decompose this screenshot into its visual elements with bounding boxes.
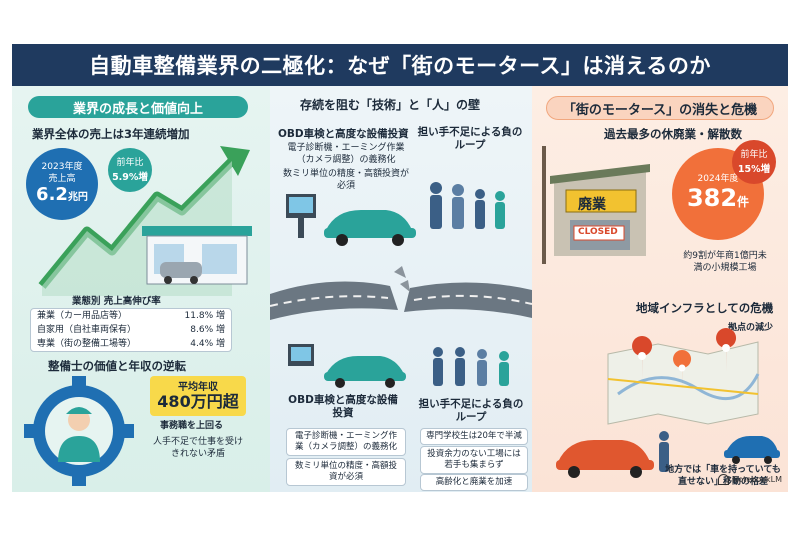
- broken-car-illustration: [556, 431, 669, 478]
- diagnostic-car-illustration: [286, 194, 416, 246]
- closures-value: 382: [686, 184, 738, 212]
- revenue-value: 6.2: [36, 183, 68, 205]
- growth-table: 兼業（カー用品店等） 11.8% 増 自家用（自社車両保有） 8.6% 増 専業（街…: [30, 308, 232, 352]
- closures-year: 2024年度: [697, 174, 739, 184]
- infographic: 業界の成長と価値向上 業界全体の売上は3年連続増加 2023年度 売上高 6.2…: [12, 44, 788, 492]
- table-row: 自家用（自社車両保有） 8.6% 増: [31, 323, 231, 337]
- mechanic-gear-icon: [24, 376, 134, 486]
- blue-car-icon: [724, 436, 780, 464]
- bottom-people-box1: 専門学校生は20年で半減: [420, 428, 528, 445]
- middle-panel: 存続を阻む「技術」と「人」の壁 OBD車検と高度な設備投資 電子診断機・エーミン…: [269, 86, 533, 492]
- shop-sign: 廃業: [578, 197, 606, 213]
- row-value: 8.6% 増: [190, 325, 225, 335]
- bottom-people-box3: 高齢化と廃業を加速: [420, 474, 528, 491]
- table-row: 専業（街の整備工場等） 4.4% 増: [31, 337, 231, 351]
- bottom-people-title: 担い手不足による負のループ: [418, 398, 524, 423]
- salary-card: 平均年収 480万円超: [150, 376, 246, 416]
- left-header: 業界の成長と価値向上: [28, 96, 248, 118]
- row-label: 自家用（自社車両保有）: [37, 325, 137, 335]
- row-label: 専業（街の整備工場等）: [37, 339, 137, 349]
- bottom-tech-box1: 電子診断機・エーミング作業（カメラ調整）の義務化: [286, 428, 406, 456]
- page-title: 自動車整備業界の二極化：なぜ「街のモータース」は消えるのか: [12, 44, 788, 86]
- broken-bridge-illustration: [269, 266, 533, 320]
- closures-unit: 件: [737, 195, 750, 209]
- bases-label: 拠点の減少: [728, 323, 774, 333]
- revenue-unit: 兆円: [67, 191, 88, 203]
- bottom-car-illustration: [288, 344, 406, 388]
- bottom-tech-box2: 数ミリ単位の精度・高額投資が必須: [286, 458, 406, 486]
- salary-label: 平均年収: [178, 382, 218, 393]
- closures-yoy-badge: 前年比 15%増: [732, 140, 776, 184]
- top-tech-title: OBD車検と高度な設備投資: [278, 128, 409, 140]
- closed-shop-illustration: [542, 146, 650, 264]
- table-row: 兼業（カー用品店等） 11.8% 増: [31, 309, 231, 323]
- yoy-value: 5.9%増: [112, 172, 148, 183]
- mechanic-subhead: 整備士の価値と年収の逆転: [48, 359, 186, 373]
- revenue-label: 売上高: [48, 173, 76, 184]
- left-subhead: 業界全体の売上は3年連続増加: [32, 127, 190, 141]
- workers-group-icon: [430, 182, 505, 229]
- infra-subhead: 地域インフラとしての危機: [636, 301, 774, 315]
- right-panel: 「街のモータース」の消失と危機 過去最多の休廃業・解散数 廃業 CLOSED 2…: [532, 86, 788, 492]
- salary-value: 480万円超: [157, 392, 239, 411]
- left-panel: 業界の成長と価値向上 業界全体の売上は3年連続増加 2023年度 売上高 6.2…: [12, 86, 270, 492]
- watermark-text: NotebookLM: [732, 475, 782, 484]
- revenue-year: 2023年度: [41, 161, 83, 172]
- row-value: 11.8% 増: [184, 311, 225, 321]
- row-label: 兼業（カー用品店等）: [37, 311, 128, 321]
- service-station-illustration: [142, 226, 252, 285]
- top-people-title: 担い手不足による負のループ: [417, 126, 523, 151]
- bottom-tech-title: OBD車検と高度な設備投資: [288, 394, 398, 419]
- salary-note: 事務職を上回る: [160, 421, 224, 431]
- map-pins-illustration: [607, 328, 760, 425]
- row-value: 4.4% 増: [190, 339, 225, 349]
- notebooklm-logo-icon: [718, 474, 730, 485]
- closures-note: 約9割が年商1億円未満の小規模工場: [683, 251, 767, 273]
- top-tech-line1: 電子診断機・エーミング作業（カメラ調整）の義務化: [287, 143, 405, 165]
- bottom-workers-icon: [433, 347, 509, 386]
- mismatch-note: 人手不足で仕事を受けきれない矛盾: [152, 437, 243, 459]
- middle-header: 存続を阻む「技術」と「人」の壁: [300, 98, 481, 112]
- yoy-label: 前年比: [116, 158, 144, 168]
- revenue-yoy-badge: 前年比 5.9%増: [108, 148, 152, 192]
- watermark: NotebookLM: [718, 474, 782, 485]
- revenue-badge: 2023年度 売上高 6.2兆円: [26, 148, 98, 220]
- growth-table-title: 業態別 売上高伸び率: [72, 296, 161, 307]
- closed-sign: CLOSED: [578, 227, 618, 237]
- closures-yoy-value: 15%増: [737, 164, 771, 175]
- right-subhead: 過去最多の休廃業・解散数: [604, 127, 742, 141]
- right-header: 「街のモータース」の消失と危機: [546, 96, 774, 120]
- closures-yoy-label: 前年比: [740, 150, 768, 160]
- bottom-people-box2: 投資余力のない工場には若手も集まらず: [420, 446, 528, 474]
- top-tech-line2: 数ミリ単位の精度・高額投資が必須: [282, 169, 409, 191]
